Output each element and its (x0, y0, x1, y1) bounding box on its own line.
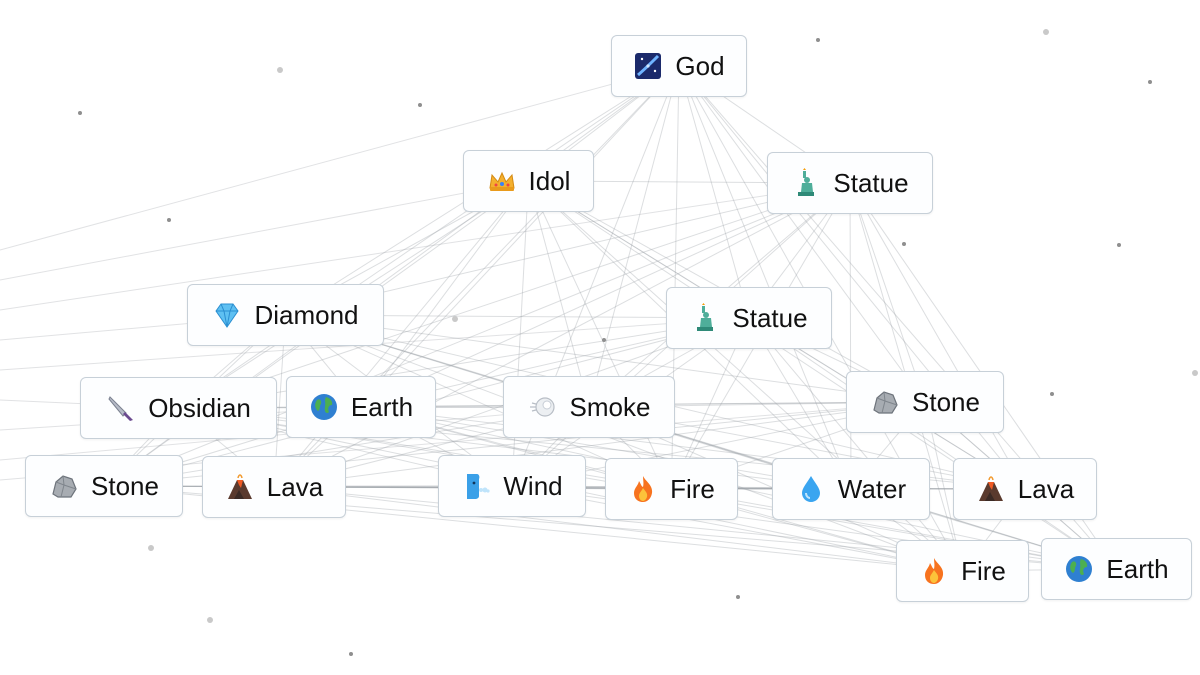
rock-icon (870, 387, 900, 417)
element-label: Obsidian (148, 392, 251, 423)
connection-line (285, 314, 926, 403)
element-label: Fire (961, 555, 1006, 586)
connection-line (285, 314, 963, 572)
element-earth[interactable]: Earth (1041, 538, 1192, 600)
background-dot (1148, 80, 1152, 84)
connection-line (273, 486, 963, 572)
element-stone[interactable]: Stone (25, 455, 183, 517)
element-label: Earth (350, 391, 414, 422)
connection-line (849, 182, 852, 490)
connection-line (178, 182, 851, 409)
connection-line (0, 65, 680, 251)
statue-of-liberty-icon (690, 303, 720, 333)
knife-icon (106, 393, 136, 423)
connection-line (588, 65, 680, 408)
background-dot (1050, 392, 1054, 396)
connection-line (0, 182, 851, 311)
rock-icon (49, 471, 79, 501)
element-label: Fire (670, 473, 715, 504)
element-earth[interactable]: Earth (286, 376, 436, 438)
element-label: Water (837, 473, 907, 504)
background-dot (148, 545, 154, 551)
background-dot (736, 595, 740, 599)
element-fire[interactable]: Fire (896, 540, 1029, 602)
element-stone[interactable]: Stone (846, 371, 1004, 433)
fire-icon (919, 556, 949, 586)
globe-icon (309, 392, 339, 422)
connection-line (285, 314, 1117, 570)
background-dot (277, 67, 283, 73)
element-fire[interactable]: Fire (605, 458, 738, 520)
connection-line (511, 485, 963, 572)
gem-icon (212, 300, 242, 330)
connection-line (511, 485, 1026, 490)
connection-line (360, 180, 529, 408)
connection-line (0, 180, 529, 281)
galaxy-icon (633, 51, 663, 81)
volcano-icon (225, 472, 255, 502)
element-diamond[interactable]: Diamond (187, 284, 384, 346)
background-dot (452, 316, 458, 322)
smoke-icon (528, 392, 558, 422)
background-dot (418, 103, 422, 107)
element-smoke[interactable]: Smoke (503, 376, 675, 438)
background-dot (902, 242, 906, 246)
element-label: Idol (528, 165, 571, 196)
element-statue[interactable]: Statue (767, 152, 933, 214)
background-dot (1043, 29, 1049, 35)
element-label: Statue (833, 167, 909, 198)
background-dot (349, 652, 353, 656)
connection-line (178, 65, 680, 409)
connection-line (360, 182, 851, 408)
connection-line (849, 182, 1026, 490)
element-label: Lava (1017, 473, 1075, 504)
background-dot (816, 38, 820, 42)
element-wind[interactable]: Wind (438, 455, 586, 517)
connection-line (528, 180, 590, 408)
background-dot (602, 338, 606, 342)
element-label: Statue (732, 302, 808, 333)
element-water[interactable]: Water (772, 458, 930, 520)
background-dot (167, 218, 171, 222)
background-dot (1192, 370, 1198, 376)
connection-line (273, 401, 926, 488)
element-label: Lava (266, 471, 324, 502)
element-statue[interactable]: Statue (666, 287, 832, 349)
element-god[interactable]: God (611, 35, 747, 97)
connection-line (678, 65, 750, 319)
element-label: Smoke (569, 391, 651, 422)
element-lava[interactable]: Lava (202, 456, 346, 518)
volcano-icon (976, 474, 1006, 504)
element-label: Stone (912, 386, 980, 417)
wind-face-icon (461, 471, 491, 501)
element-label: Diamond (254, 299, 359, 330)
connection-line (748, 317, 1117, 570)
crown-icon (487, 166, 517, 196)
element-obsidian[interactable]: Obsidian (80, 377, 277, 439)
connection-line (360, 406, 852, 490)
connection-line (678, 65, 852, 490)
element-label: God (675, 50, 725, 81)
element-idol[interactable]: Idol (463, 150, 594, 212)
element-lava[interactable]: Lava (953, 458, 1097, 520)
background-dot (78, 111, 82, 115)
element-label: Stone (91, 470, 159, 501)
background-dot (1117, 243, 1121, 247)
element-label: Earth (1106, 553, 1169, 584)
background-dot (207, 617, 213, 623)
globe-icon (1064, 554, 1094, 584)
connection-line (748, 317, 963, 572)
element-label: Wind (503, 470, 563, 501)
droplet-icon (796, 474, 826, 504)
fire-icon (628, 474, 658, 504)
connection-line (678, 65, 926, 403)
connection-line (360, 65, 680, 408)
connection-line (849, 182, 926, 403)
statue-of-liberty-icon (791, 168, 821, 198)
